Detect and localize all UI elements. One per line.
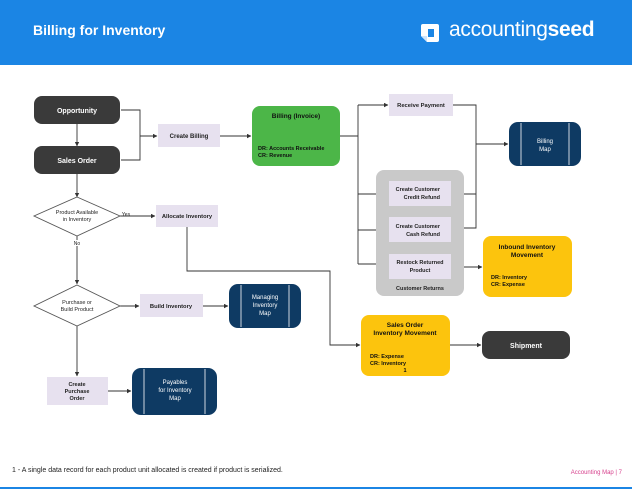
node-so-movement-title1: Sales Order	[387, 322, 424, 329]
node-payables-map: Payables for Inventory Map	[132, 368, 217, 415]
brand-light: accounting	[449, 18, 548, 41]
node-opportunity-box	[34, 96, 120, 124]
node-purchase-or-build-diamond	[32, 284, 122, 327]
node-billing-map-line2: Map	[539, 147, 551, 153]
node-billing-dr: DR: Accounts Receivable	[258, 146, 324, 152]
node-create-po-line3: Order	[70, 396, 86, 402]
node-create-purchase-order: Create Purchase Order	[47, 377, 108, 405]
node-billing-map-line1: Billing	[537, 139, 553, 145]
node-shipment-box	[482, 331, 570, 359]
node-receive-payment-box	[389, 94, 453, 116]
node-sales-order-box	[34, 146, 120, 174]
node-build-label: Build Inventory	[150, 304, 193, 310]
node-so-movement-box	[361, 315, 450, 376]
edge-label-yes: Yes	[122, 212, 131, 218]
node-restock-line1: Restock Returned	[396, 260, 443, 266]
node-billing-title: Billing (Invoice)	[272, 113, 320, 120]
node-create-po-box	[47, 377, 108, 405]
header-bar: Billing for Inventory accountingseed	[0, 0, 632, 65]
node-sales-order-label: Sales Order	[57, 158, 97, 165]
node-payables-map-box	[132, 368, 217, 415]
node-cash-refund-box	[389, 217, 451, 242]
node-inbound-movement: Inbound Inventory Movement DR: Inventory…	[483, 236, 572, 297]
bottom-border	[0, 487, 632, 489]
node-product-available-diamond	[32, 196, 122, 237]
node-opportunity: Opportunity	[34, 96, 120, 124]
node-purchase-or-build-line1: Purchase or	[62, 300, 92, 306]
node-allocate-label: Allocate Inventory	[162, 214, 213, 220]
node-payables-map-line3: Map	[169, 396, 181, 402]
node-billing-cr: CR: Revenue	[258, 153, 292, 159]
node-cash-refund-line2: Cash Refund	[406, 232, 440, 238]
node-create-billing-label: Create Billing	[170, 134, 209, 140]
footnote: 1 - A single data record for each produc…	[12, 467, 283, 474]
edge-label-no: No	[74, 241, 81, 247]
seed-logo-icon	[421, 24, 439, 42]
node-create-billing: Create Billing	[158, 124, 220, 147]
edge-allocate-to-movement	[186, 227, 361, 348]
group-customer-returns-label: Customer Returns	[396, 286, 444, 292]
node-build-box	[140, 294, 203, 317]
edge-opp-so-bracket	[121, 109, 141, 161]
node-billing-box	[252, 106, 340, 166]
node-product-available-line1: Product Available	[56, 210, 98, 216]
node-purchase-or-build-line2: Build Product	[61, 307, 94, 313]
node-managing-map-box	[229, 284, 301, 328]
node-receive-payment: Receive Payment	[389, 94, 453, 116]
node-shipment-label: Shipment	[510, 343, 543, 350]
node-so-movement-footnote-mark: 1	[403, 368, 406, 374]
node-receive-payment-label: Receive Payment	[397, 103, 445, 109]
node-so-movement-cr: CR: Inventory	[370, 361, 407, 367]
node-build-inventory: Build Inventory	[140, 294, 203, 317]
node-managing-map-line3: Map	[259, 311, 271, 317]
node-inbound-cr: CR: Expense	[491, 282, 525, 288]
node-allocate-inventory: Allocate Inventory	[156, 205, 218, 227]
page-title: Billing for Inventory	[33, 22, 166, 38]
node-opportunity-label: Opportunity	[57, 108, 97, 115]
node-create-po-line2: Purchase	[65, 389, 90, 395]
node-managing-map-line1: Managing	[252, 295, 278, 301]
node-so-inventory-movement: Sales Order Inventory Movement DR: Expen…	[361, 315, 450, 376]
node-cash-refund-line1: Create Customer	[396, 224, 441, 230]
node-credit-refund-box	[389, 181, 451, 206]
node-allocate-box	[156, 205, 218, 227]
node-inbound-box	[483, 236, 572, 297]
node-create-billing-box	[158, 124, 220, 147]
node-inbound-dr: DR: Inventory	[491, 275, 528, 281]
node-restock-line2: Product	[410, 268, 431, 274]
node-create-po-line1: Create	[68, 382, 85, 388]
node-shipment: Shipment	[482, 331, 570, 359]
node-product-available-line2: in Inventory	[63, 217, 92, 223]
node-billing-map: Billing Map	[509, 122, 581, 166]
node-restock-box	[389, 254, 451, 279]
brand-bold: seed	[547, 18, 595, 41]
node-inbound-title1: Inbound Inventory	[499, 244, 556, 251]
page-label: Accounting Map | 7	[570, 470, 622, 476]
node-billing-map-box	[509, 122, 581, 166]
node-product-available: Product Available in Inventory	[32, 196, 122, 237]
group-customer-returns: Create Customer Credit Refund Create Cus…	[376, 170, 464, 296]
node-so-movement-title2: Inventory Movement	[373, 330, 437, 337]
node-so-movement-dr: DR: Expense	[370, 354, 404, 360]
node-managing-inventory-map: Managing Inventory Map	[229, 284, 301, 328]
node-billing-invoice: Billing (Invoice) DR: Accounts Receivabl…	[252, 106, 340, 166]
node-credit-refund-line1: Create Customer	[396, 187, 441, 193]
node-credit-refund-line2: Credit Refund	[404, 195, 440, 201]
brand-wordmark: accountingseed	[449, 18, 595, 42]
node-purchase-or-build: Purchase or Build Product	[32, 284, 122, 327]
node-sales-order: Sales Order	[34, 146, 120, 174]
node-managing-map-line2: Inventory	[253, 303, 278, 309]
node-payables-map-line1: Payables	[163, 380, 188, 386]
node-payables-map-line2: for Inventory	[158, 388, 191, 394]
node-inbound-title2: Movement	[511, 252, 544, 259]
